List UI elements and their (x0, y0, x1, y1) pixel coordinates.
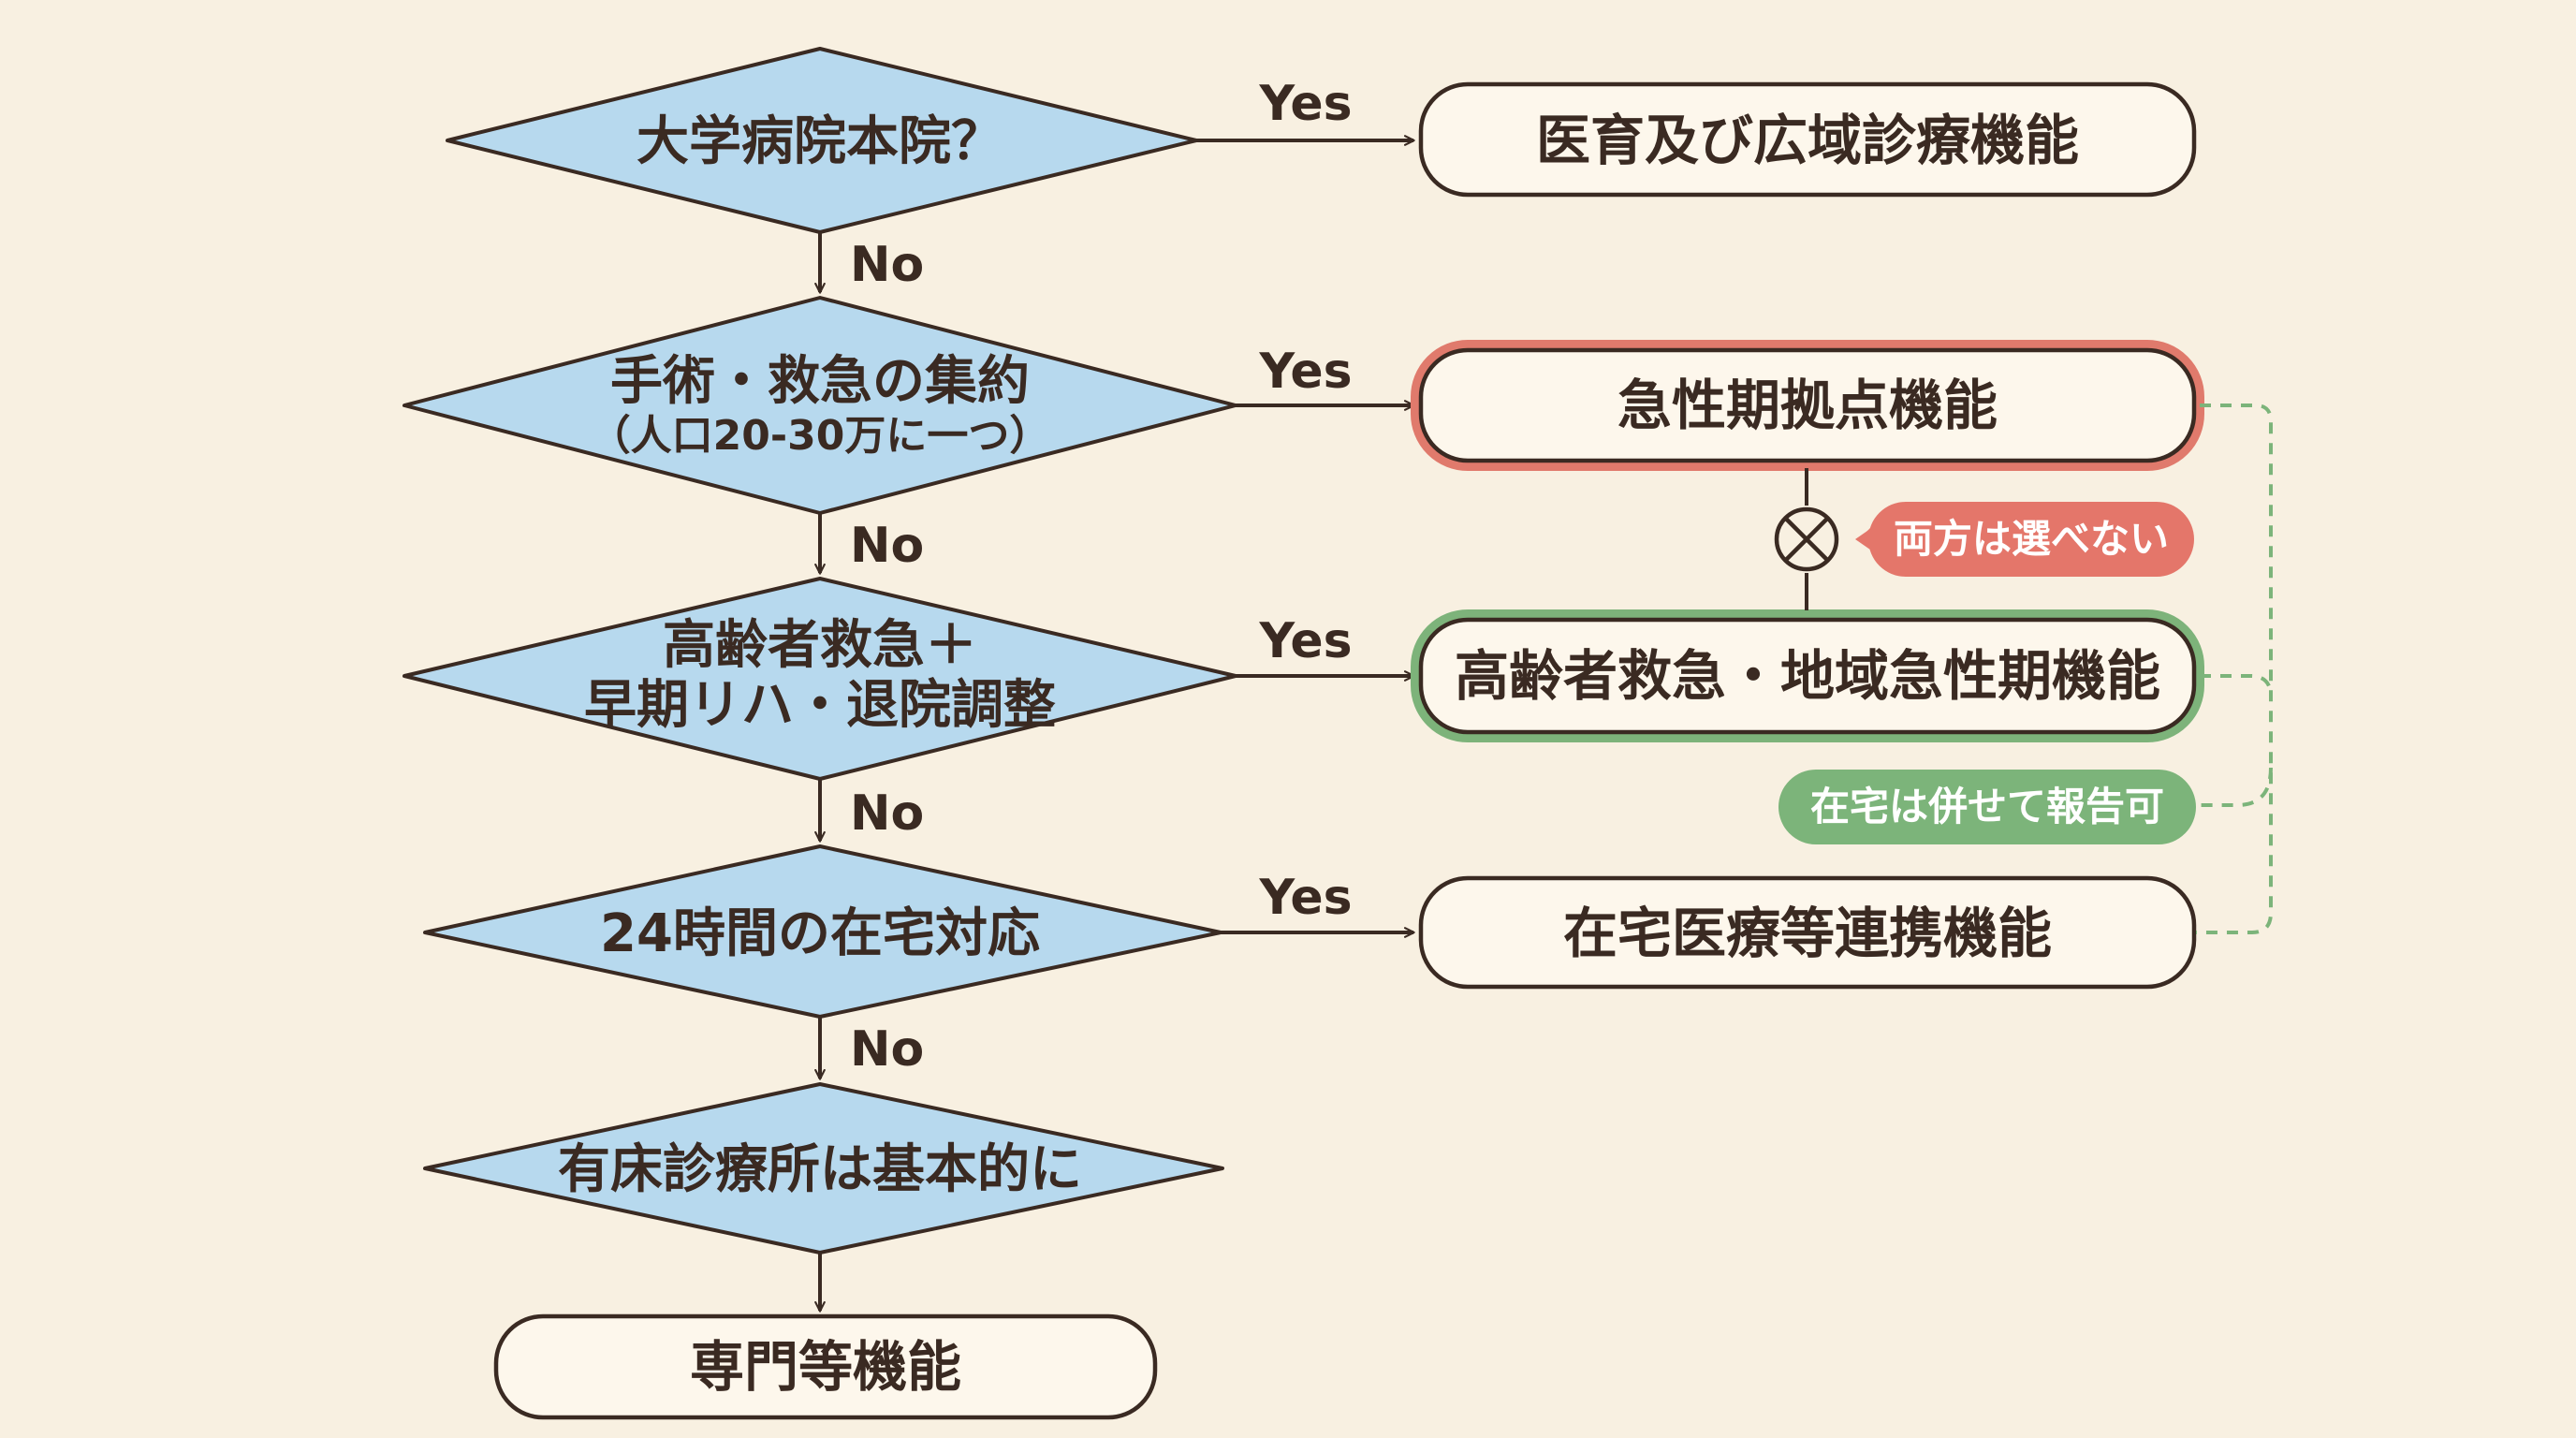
exclusive-note-label: 両方は選べない (1894, 516, 2169, 562)
decision-3-diamond (402, 577, 1237, 781)
combinable-note-bubble (1778, 770, 2196, 844)
outcome-5: 専門等機能 (493, 1313, 1158, 1420)
yes-label-1: Yes (1258, 76, 1352, 132)
decision-1-label: 大学病院本院？ (637, 111, 1003, 172)
yes-label-2: Yes (1258, 344, 1352, 400)
outcome-4-box (1418, 875, 2197, 990)
decision-2-line1: 手術・救急の集約 (610, 351, 1030, 412)
outcome-2-label: 急性期拠点機能 (1617, 374, 1998, 437)
decision-2: 手術・救急の集約 （人口20-30万に一つ） (402, 296, 1237, 515)
decision-2-diamond (402, 296, 1237, 515)
decision-5-label: 有床診療所は基本的に (558, 1139, 1082, 1200)
cross-icon (1774, 506, 1839, 572)
outcome-4-label: 在宅医療等連携機能 (1563, 902, 2052, 965)
combinable-bracket (2196, 404, 2273, 934)
combinable-note: 在宅は併せて報告可 (1778, 770, 2196, 844)
outcome-1-label: 医育及び広域診療機能 (1536, 109, 2079, 172)
decision-5: 有床診療所は基本的に (423, 1082, 1224, 1255)
outcome-2: 急性期拠点機能 (1411, 340, 2204, 471)
no-label-1: No (850, 237, 924, 293)
outcome-1: 医育及び広域診療機能 (1418, 81, 2197, 198)
decision-5-diamond (423, 1082, 1224, 1255)
decision-4-label: 24時間の在宅対応 (600, 903, 1040, 964)
decision-3-line2: 早期リハ・退院調整 (584, 675, 1056, 736)
no-label-4: No (850, 1021, 924, 1078)
decision-3-line1: 高齢者救急＋ (663, 615, 977, 676)
outcome-5-box (493, 1313, 1158, 1420)
outcome-2-box (1418, 347, 2197, 463)
decision-4-diamond (423, 844, 1222, 1019)
exclusive-note-bubble (1868, 502, 2194, 577)
outcome-1-box (1418, 81, 2197, 198)
yes-label-4: Yes (1258, 870, 1352, 926)
no-label-3: No (850, 785, 924, 842)
outcome-3: 高齢者救急・地域急性期機能 (1411, 609, 2204, 742)
combinable-note-label: 在宅は併せて報告可 (1810, 784, 2164, 829)
exclusive-note: 両方は選べない (1855, 502, 2194, 577)
decision-1: 大学病院本院？ (446, 47, 1198, 234)
no-label-2: No (850, 518, 924, 574)
yes-connectors (1196, 135, 1415, 938)
outcome-4: 在宅医療等連携機能 (1418, 875, 2197, 990)
outcome-3-box (1418, 617, 2197, 735)
yes-label-3: Yes (1258, 613, 1352, 669)
decision-2-line2: （人口20-30万に一つ） (590, 412, 1051, 460)
outcome-5-label: 専門等機能 (690, 1335, 961, 1399)
decision-4: 24時間の在宅対応 (423, 844, 1222, 1019)
decision-1-diamond (446, 47, 1198, 234)
outcome-3-label: 高齢者救急・地域急性期機能 (1455, 644, 2160, 708)
decision-3: 高齢者救急＋ 早期リハ・退院調整 (402, 577, 1237, 781)
